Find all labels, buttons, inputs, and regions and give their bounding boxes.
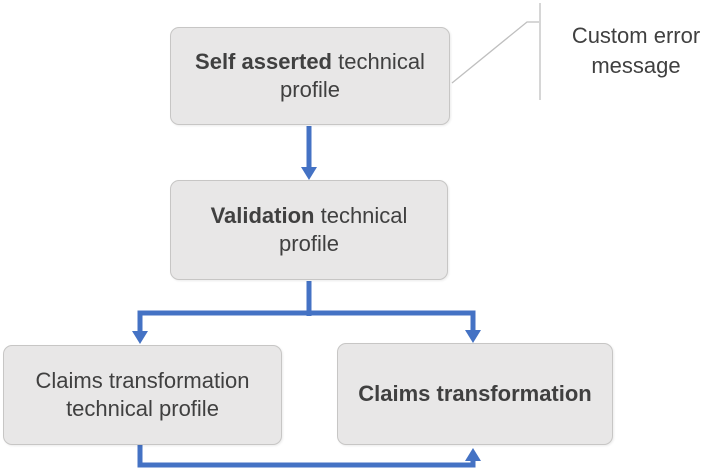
node-label: Claims transformation technical profile	[4, 367, 281, 423]
callout-leader-line	[451, 21, 539, 84]
node-validation-technical-profile: Validation technical profile	[170, 180, 448, 280]
arrow-self-asserted-to-validation-head-icon	[301, 167, 317, 180]
node-label-bold-text: Self asserted	[195, 49, 332, 74]
connector-claims-tp-to-claims-transformation	[137, 445, 476, 468]
node-label: Self asserted technical profile	[171, 48, 449, 104]
node-self-asserted-technical-profile: Self asserted technical profile	[170, 27, 450, 125]
node-claims-transformation: Claims transformation	[337, 343, 613, 445]
node-claims-transformation-technical-profile: Claims transformation technical profile	[3, 345, 282, 445]
node-label-bold-text: Validation	[210, 203, 315, 228]
node-label-rest-text: technical profile	[280, 49, 425, 102]
node-label: Validation technical profile	[171, 202, 447, 258]
node-label-rest-text: technical profile	[279, 203, 408, 256]
arrow-branch-right-head-icon	[465, 330, 481, 343]
callout-custom-error-message: Custom error message	[571, 23, 701, 78]
arrow-bottom-up-head-icon	[465, 448, 481, 461]
node-label-bold-text: Claims transformation	[358, 381, 592, 406]
node-label: Claims transformation	[350, 380, 600, 408]
connector-validation-branch	[137, 281, 476, 333]
arrow-branch-left-head-icon	[132, 331, 148, 344]
node-label-rest-text: Claims transformation technical profile	[35, 368, 250, 421]
